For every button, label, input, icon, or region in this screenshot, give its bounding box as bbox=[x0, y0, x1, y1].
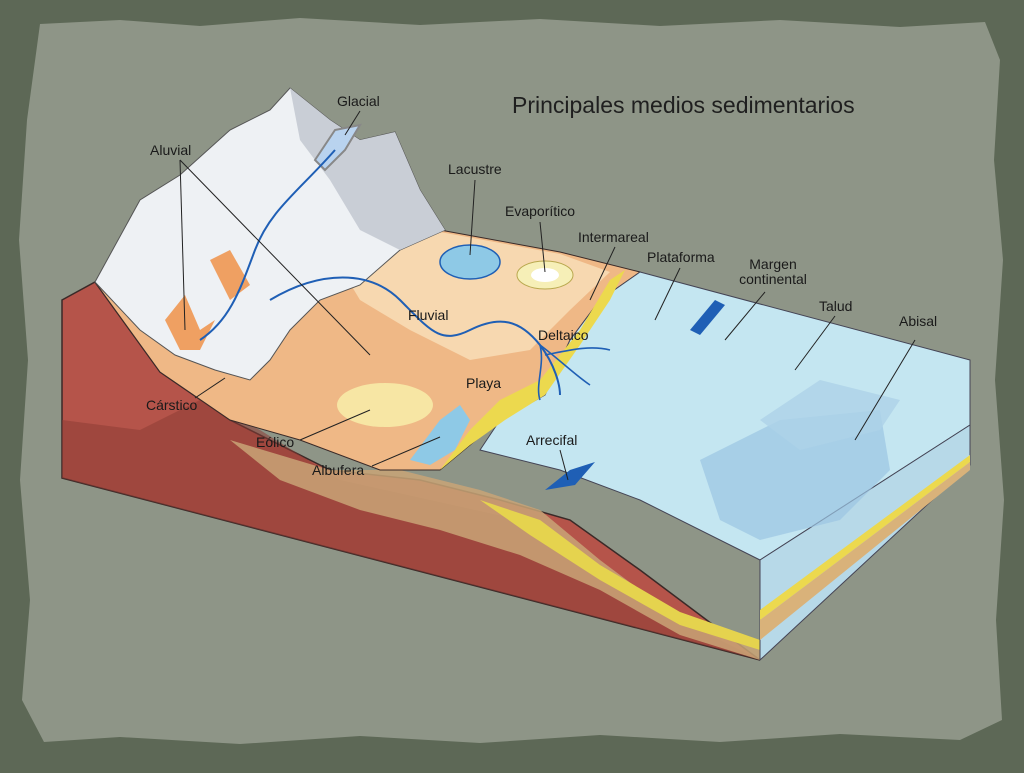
slope-channel bbox=[690, 300, 725, 335]
dune-field bbox=[337, 383, 433, 427]
reef bbox=[545, 462, 595, 490]
label-margen-line1: Margen bbox=[749, 256, 797, 272]
strata-yellow bbox=[760, 455, 970, 620]
delta-distributaries bbox=[537, 344, 611, 401]
label-eolico: Eólico bbox=[256, 434, 295, 450]
label-talud: Talud bbox=[819, 298, 853, 314]
label-margen-continental: Margen continental bbox=[738, 257, 808, 287]
lake bbox=[439, 244, 501, 280]
label-glacial: Glacial bbox=[337, 93, 380, 109]
diagram-title: Principales medios sedimentarios bbox=[512, 92, 855, 118]
label-deltaico: Deltaico bbox=[538, 327, 589, 343]
sediment-wedge-yellow bbox=[480, 500, 760, 650]
label-albufera: Albufera bbox=[312, 462, 365, 478]
label-playa: Playa bbox=[466, 375, 502, 391]
beach-strip bbox=[440, 270, 625, 470]
label-carstico: Cárstico bbox=[146, 397, 198, 413]
bedrock-dark-layer bbox=[62, 400, 760, 660]
label-fluvial: Fluvial bbox=[408, 307, 449, 323]
label-aluvial: Aluvial bbox=[150, 142, 192, 158]
label-intermareal: Intermareal bbox=[578, 229, 649, 245]
strata-tan bbox=[760, 462, 970, 640]
label-evaporitico: Evaporítico bbox=[505, 203, 576, 219]
sediment-wedge-tan bbox=[230, 440, 760, 660]
label-arrecifal: Arrecifal bbox=[526, 432, 578, 448]
label-plataforma: Plataforma bbox=[647, 249, 715, 265]
label-margen-line2: continental bbox=[739, 271, 807, 287]
abyssal-deep bbox=[700, 410, 890, 540]
label-abisal: Abisal bbox=[899, 313, 938, 329]
evaporite-core bbox=[531, 268, 559, 282]
label-lacustre: Lacustre bbox=[448, 161, 502, 177]
